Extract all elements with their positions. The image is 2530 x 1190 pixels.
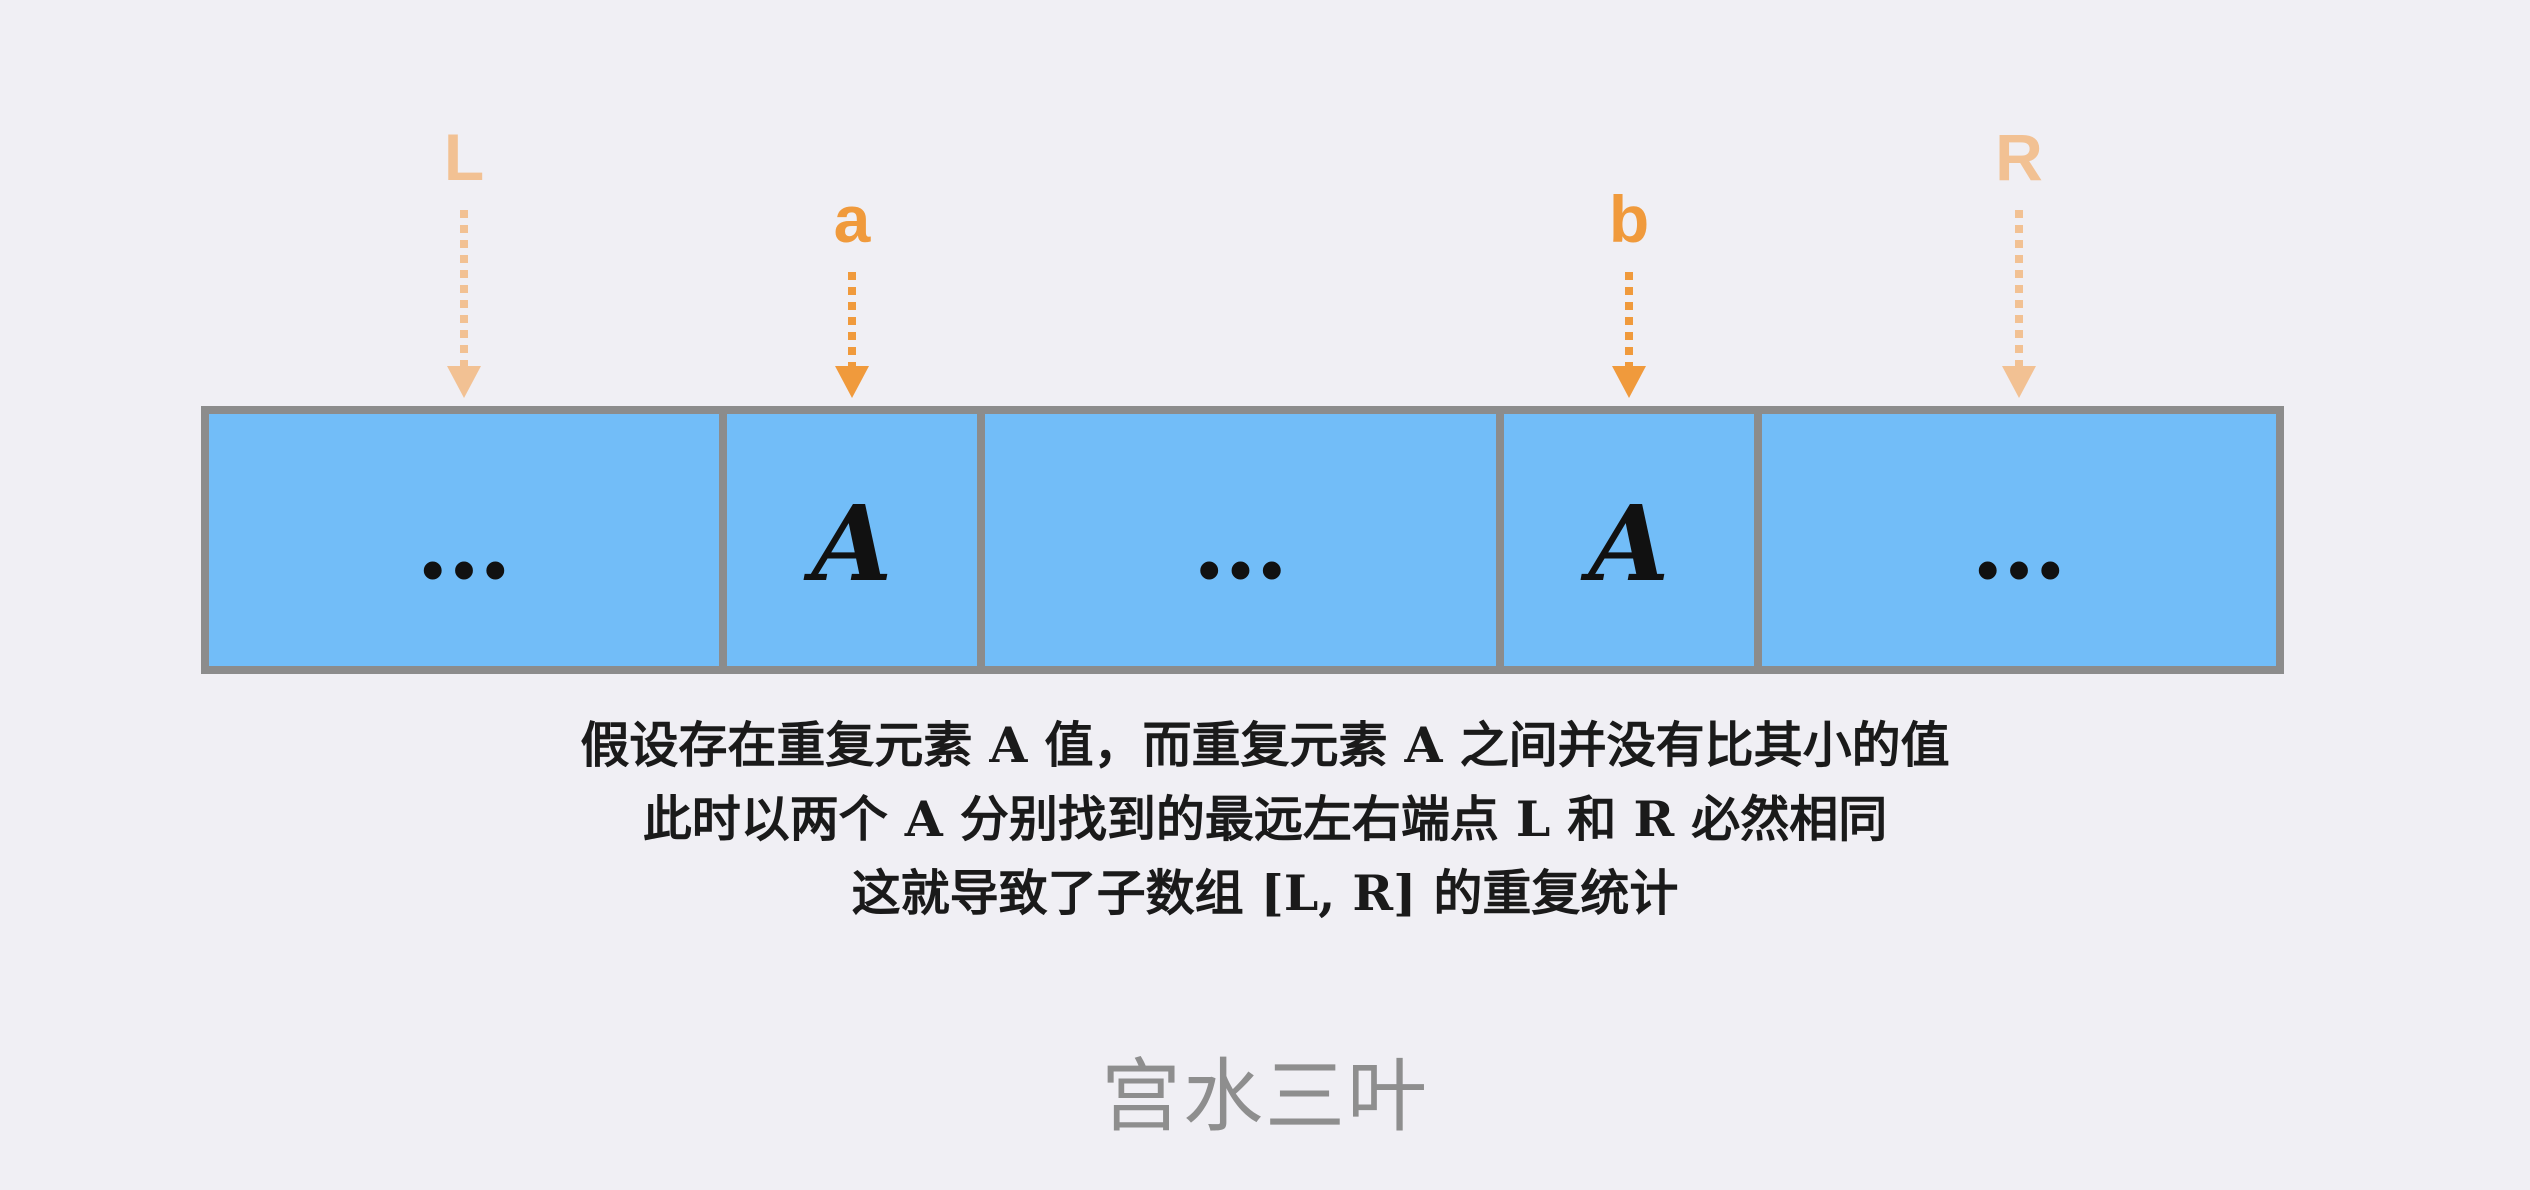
array-cell-2 xyxy=(985,414,1496,666)
pointers: La b R xyxy=(444,120,2043,398)
pointer-L: L xyxy=(444,120,484,398)
watermark: 宫水三叶 xyxy=(1101,1050,1429,1143)
pointer-label-a: a xyxy=(834,182,872,256)
array-cell-3-label: A xyxy=(1580,482,1670,605)
array-cell-4-label: … xyxy=(1971,488,2067,601)
array-cell-1 xyxy=(727,414,977,666)
caption: 假设存在重复元素 A 值，而重复元素 A 之间并没有比其小的值 此时以两个 A … xyxy=(0,708,2530,930)
pointer-arrowhead-a xyxy=(835,366,869,398)
array-diagram: La b R … A … A … xyxy=(201,120,2284,674)
array-row: … A … A … xyxy=(201,406,2284,674)
pointer-label-R: R xyxy=(1995,120,2043,194)
pointer-R: R xyxy=(1995,120,2043,398)
pointer-arrowhead-R xyxy=(2002,366,2036,398)
pointer-arrowhead-b xyxy=(1612,366,1646,398)
array-cell-1-label: A xyxy=(803,482,893,605)
pointer-label-b: b xyxy=(1609,182,1649,256)
pointer-arrowhead-L xyxy=(447,366,481,398)
array-cell-0-label: … xyxy=(416,488,512,601)
array-cell-2-label: … xyxy=(1193,488,1289,601)
pointer-a: a xyxy=(834,182,872,398)
array-cell-3 xyxy=(1504,414,1754,666)
pointer-b: b xyxy=(1609,182,1649,398)
array-cell-4 xyxy=(1762,414,2276,666)
pointer-label-L: L xyxy=(444,120,484,194)
array-cell-0 xyxy=(209,414,719,666)
caption-line-2: 此时以两个 A 分别找到的最远左右端点 L 和 R 必然相同 xyxy=(642,790,1888,848)
caption-line-3: 这就导致了子数组 [L, R] 的重复统计 xyxy=(851,864,1679,922)
caption-line-1: 假设存在重复元素 A 值，而重复元素 A 之间并没有比其小的值 xyxy=(580,716,1950,774)
